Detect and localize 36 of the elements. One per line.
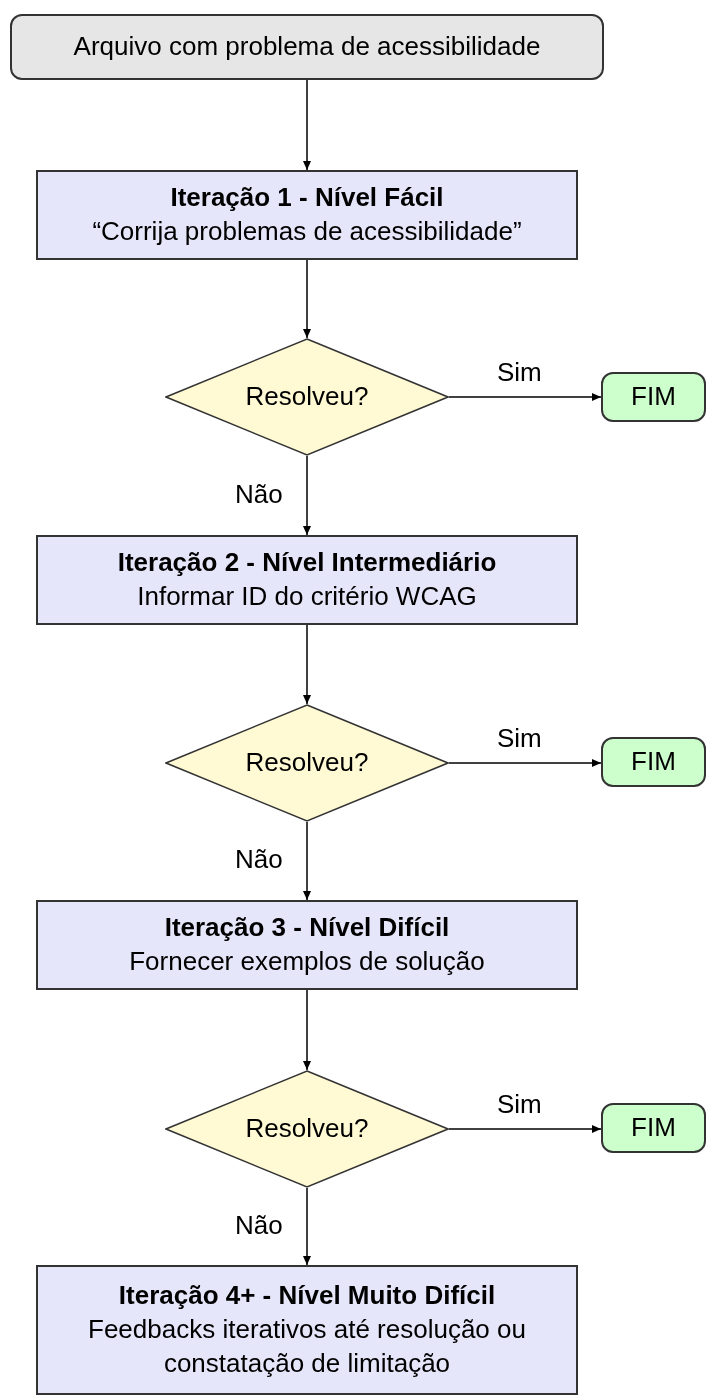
- box-title: Iteração 3 - Nível Difícil: [164, 911, 450, 945]
- process-box: [36, 900, 578, 990]
- arrow: [303, 989, 311, 1071]
- process-box: [36, 1265, 578, 1395]
- arrow: [448, 1125, 602, 1133]
- decision-diamond: [165, 1070, 449, 1188]
- end-terminal: [601, 1103, 706, 1153]
- box-title: Iteração 2 - Nível Intermediário: [117, 546, 497, 580]
- arrow: [448, 759, 602, 767]
- start-box: [10, 14, 604, 80]
- node-text: Fornecer exemplos de solução: [129, 945, 485, 978]
- arrow: [303, 455, 311, 536]
- node-text: Resolveu?: [245, 380, 369, 414]
- decision-diamond: [165, 338, 449, 456]
- node-text: Resolveu?: [245, 1112, 369, 1146]
- end-terminal: [601, 737, 706, 787]
- process-box: [36, 170, 578, 260]
- node-text: Feedbacks iterativos até resolução ou constatação de limitação: [87, 1313, 527, 1380]
- node-text: Arquivo com problema de acessibilidade: [73, 30, 541, 64]
- node-text: FIM: [631, 380, 676, 414]
- node-text: Informar ID do critério WCAG: [137, 580, 477, 613]
- node-text: Resolveu?: [245, 746, 369, 780]
- arrow: [303, 259, 311, 339]
- decision-diamond: [165, 704, 449, 822]
- node-text: FIM: [631, 745, 676, 779]
- arrow: [303, 79, 311, 171]
- process-box: [36, 535, 578, 625]
- node-text: FIM: [631, 1111, 676, 1145]
- box-title: Iteração 1 - Nível Fácil: [170, 181, 444, 215]
- arrow: [303, 821, 311, 901]
- node-text: “Corrija problemas de acessibilidade”: [92, 215, 522, 248]
- box-title: Iteração 4+ - Nível Muito Difícil: [118, 1279, 496, 1313]
- arrow: [303, 624, 311, 705]
- end-terminal: [601, 372, 706, 422]
- arrow: [303, 1187, 311, 1266]
- arrow: [448, 393, 602, 401]
